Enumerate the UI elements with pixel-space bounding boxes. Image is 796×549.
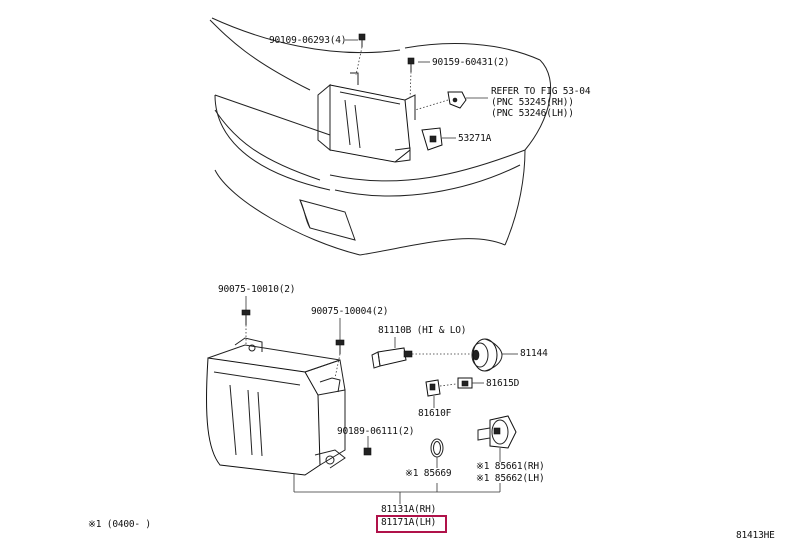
label-unit-lh[interactable]: 81171A(LH) [381, 517, 437, 528]
figure-id: 81413HE [736, 530, 775, 541]
label-bolt-90109: 90109-06293(4) [269, 35, 347, 46]
socket-81610f-icon [425, 379, 457, 408]
footnote: ※1 (0400- ) [88, 519, 151, 530]
screw-90075-10010-icon [241, 296, 251, 345]
label-socket-81610f: 81610F [418, 408, 452, 419]
label-refer-pnc-rh: (PNC 53245(RH)) [491, 97, 574, 108]
label-motor-lh: ※1 85662(LH) [476, 473, 545, 484]
adjuster-bracket-icon [414, 91, 488, 111]
vehicle-front-outline [209, 17, 552, 256]
leveling-motor-icon [477, 415, 517, 462]
label-motor-rh: ※1 85661(RH) [476, 461, 545, 472]
label-nut-90159: 90159-60431(2) [432, 57, 510, 68]
label-screw-90075-10004: 90075-10004(2) [311, 306, 389, 317]
bolt-90109-icon [345, 33, 366, 76]
oring-85669-icon [430, 438, 444, 468]
bulb-81615d-icon [457, 377, 484, 389]
label-screw-90075-10010: 90075-10010(2) [218, 284, 296, 295]
label-bulb-81615d: 81615D [486, 378, 520, 389]
highlighted-part-box [376, 515, 447, 533]
label-socket-81144: 81144 [520, 348, 548, 359]
clip-53271a-icon [421, 127, 456, 151]
nut-90189-icon [363, 436, 372, 456]
label-unit-rh[interactable]: 81131A(RH) [381, 504, 437, 515]
label-refer-pnc-lh: (PNC 53246(LH)) [491, 108, 574, 119]
label-nut-90189: 90189-06111(2) [337, 426, 415, 437]
lower-headlamp-unit [206, 337, 346, 476]
label-refer-fig: REFER TO FIG 53-04 [491, 86, 591, 97]
assembly-leader-lines [293, 474, 501, 504]
label-bulb-81110b: 81110B (HI & LO) [378, 325, 467, 336]
label-oring-85669: ※1 85669 [405, 468, 452, 479]
socket-81144-icon [471, 338, 518, 372]
nut-90159-icon [407, 57, 430, 101]
upper-headlamp [317, 72, 416, 163]
bulb-81110b-icon [371, 337, 470, 369]
label-clip-53271a: 53271A [458, 133, 492, 144]
screw-90075-10004-icon [334, 318, 345, 379]
